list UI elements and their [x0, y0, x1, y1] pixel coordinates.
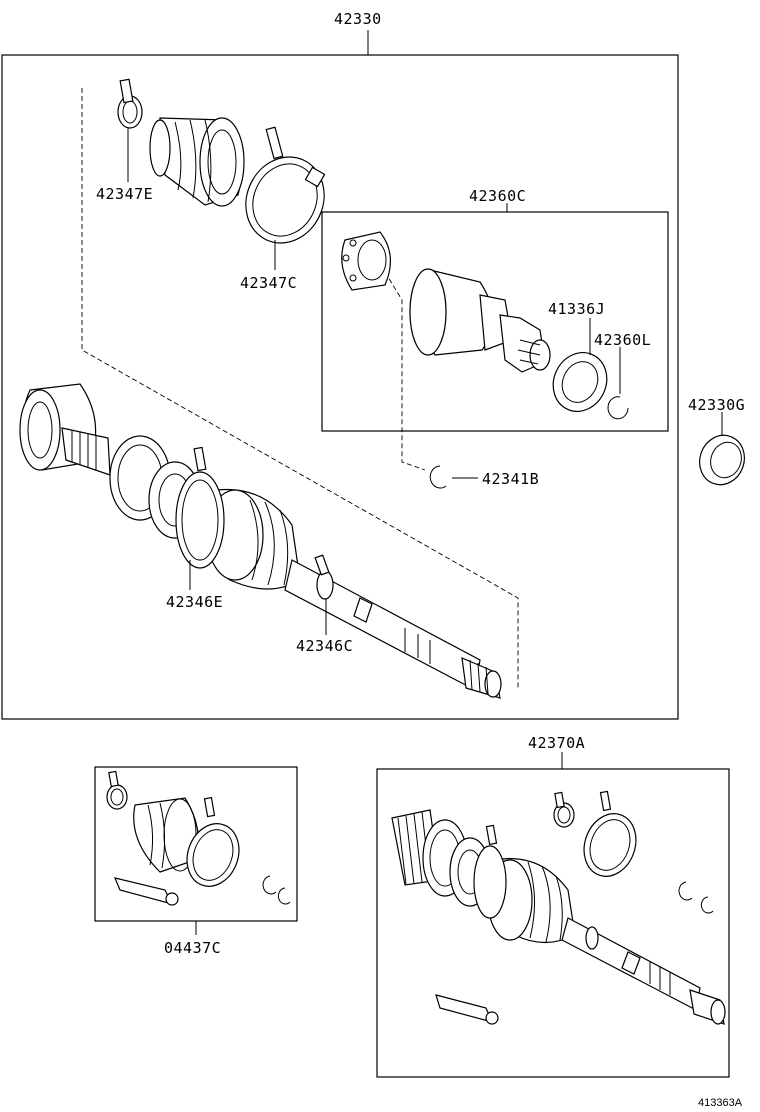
- boot-kit-box: [94, 766, 298, 935]
- label-boot-clamp-small: 42346C: [296, 637, 353, 655]
- label-clamp-outer-large: 42347C: [240, 274, 297, 292]
- main-driveshaft: [19, 383, 502, 699]
- inboard-joint-kit-box: [321, 203, 669, 432]
- label-inboard-joint-kit: 42360C: [469, 187, 526, 205]
- snap-ring-inner: [607, 347, 629, 420]
- assembly-box: [1, 30, 679, 720]
- label-clamp-outer-small: 42347E: [96, 185, 153, 203]
- joint-outer-race: [409, 268, 551, 373]
- clamp-outer-large: [245, 126, 326, 270]
- bearing: [552, 318, 608, 412]
- joint-cage: [341, 231, 391, 291]
- label-boot-kit: 04437C: [164, 939, 221, 957]
- exploded-guide-lines: [81, 88, 519, 690]
- label-ring-42330G: 42330G: [688, 396, 745, 414]
- figure-number: 413363A: [698, 1097, 743, 1109]
- label-boot-clamp-large: 42346E: [166, 593, 223, 611]
- ring-42330G: [699, 412, 745, 486]
- label-snap-ring: 42341B: [482, 470, 539, 488]
- label-assembly: 42330: [334, 10, 382, 28]
- outboard-kit-box: [376, 752, 730, 1078]
- snap-ring: [429, 465, 478, 489]
- label-bearing: 41336J: [548, 300, 605, 318]
- clamp-outer-small: [117, 78, 143, 182]
- label-snap-ring-inner: 42360L: [594, 331, 651, 349]
- outer-boot-top: [149, 117, 245, 207]
- label-outboard-kit: 42370A: [528, 734, 585, 752]
